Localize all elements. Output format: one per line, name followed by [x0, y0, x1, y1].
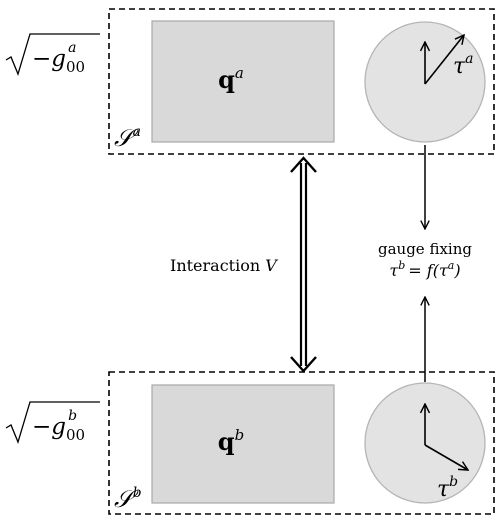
clock-a-hand-diagonal: [424, 35, 464, 85]
system-b-state-sup: b: [235, 426, 245, 444]
sqrt-a-radicand-text: −g: [32, 46, 66, 72]
interaction-label: Interaction V: [170, 256, 278, 275]
interaction-symbol: V: [265, 256, 278, 275]
sqrt-a-radicand-sup: a: [68, 40, 76, 56]
sqrt-b-radicand: −g00 b: [32, 408, 85, 444]
interaction-arrow-head-bottom: [290, 356, 317, 373]
system-b-state-var: q: [218, 427, 235, 456]
sqrt-a-radicand: −g00 a: [32, 40, 85, 76]
sqrt-label-a: −g00 a: [5, 33, 100, 76]
sqrt-label-b: −g00 b: [5, 401, 100, 444]
system-a-state-box: [151, 20, 335, 143]
clock-b: τb: [364, 382, 486, 504]
system-b-frame: [108, 371, 495, 515]
gauge-rhs-close: ): [453, 261, 460, 280]
clock-a: τa: [364, 21, 486, 143]
system-a-state-sup: a: [235, 64, 244, 82]
system-b-state-label: qb: [218, 426, 244, 456]
sqrt-b-radicand-text: −g: [32, 414, 66, 440]
system-a-state-var: q: [218, 65, 235, 94]
interaction-link: Interaction V: [170, 156, 317, 373]
gauge-rhs-sup: a: [448, 259, 455, 272]
system-a-frame-label: 𝒮a: [114, 124, 141, 152]
clock-a-label: τa: [453, 51, 474, 79]
system-a: qa 𝒮a τa −g00a: [5, 8, 495, 155]
interaction-text: Interaction: [170, 256, 260, 275]
system-a-state-label: qa: [218, 64, 244, 94]
gauge-fixing: gauge fixing τb= f(τa): [378, 145, 472, 382]
clock-b-hand-diagonal: [424, 444, 468, 470]
system-b-state-box: [151, 384, 335, 504]
sqrt-b-radical: [5, 401, 100, 444]
gauge-lhs: τ: [389, 261, 399, 280]
system-b-frame-label: 𝒮b: [114, 485, 142, 513]
gauge-line-1: gauge fixing: [378, 240, 472, 258]
system-a-frame: [108, 8, 495, 155]
sqrt-a-radical: [5, 33, 100, 76]
gauge-lhs-sup: b: [398, 259, 405, 272]
sqrt-b-radicand-sup: b: [68, 408, 77, 424]
interaction-arrow-head-top: [290, 156, 317, 173]
clock-b-label: τb: [437, 474, 458, 502]
system-b: qb 𝒮b τb −g00b: [5, 371, 495, 515]
system-b-frame-sup: b: [133, 485, 142, 501]
clock-b-var: τ: [437, 477, 450, 502]
clock-b-sup: b: [449, 474, 458, 490]
gauge-rhs: = f(τ: [408, 261, 449, 280]
sqrt-a-radicand-sub: 00: [66, 58, 85, 76]
sqrt-b-radicand-sub: 00: [66, 426, 85, 444]
clock-a-var: τ: [453, 54, 466, 79]
gauge-equation: τb= f(τa): [389, 259, 460, 280]
clock-a-sup: a: [465, 51, 473, 67]
system-a-frame-sup: a: [133, 124, 141, 140]
